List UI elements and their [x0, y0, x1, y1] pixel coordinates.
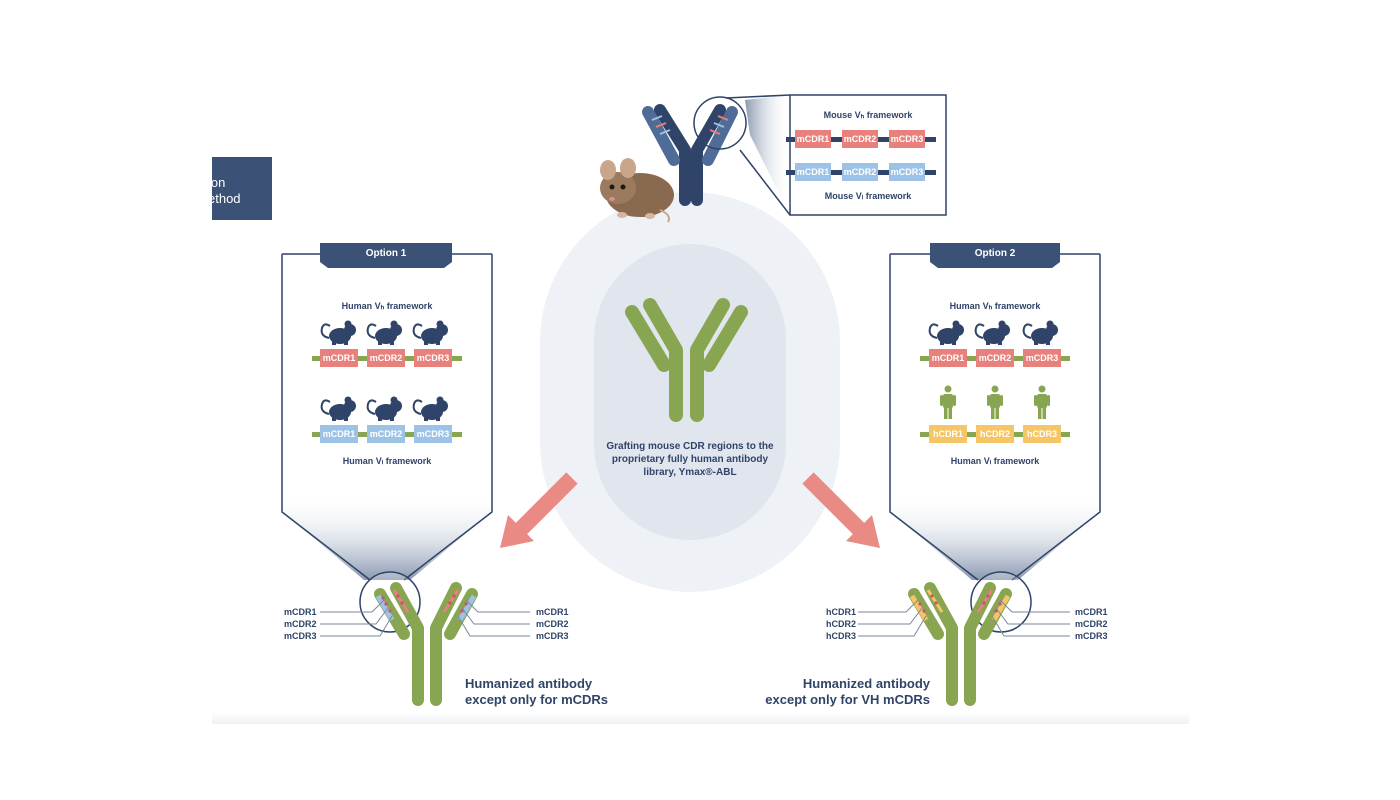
option2-left-label-2: hCDR2: [826, 619, 857, 629]
mouse-antibody: [642, 104, 738, 206]
mouse-icons: [320, 320, 1058, 421]
mouse-vl-cdr2: mCDR2: [842, 163, 878, 181]
human-icon: [940, 385, 956, 419]
section-heading-line2: ethod: [212, 191, 241, 206]
center-caption-line1: Grafting mouse CDR regions to the: [606, 441, 774, 452]
human-icon: [987, 385, 1003, 419]
mouse-icon: [1022, 320, 1058, 345]
option2-left-label-3: hCDR3: [826, 631, 857, 641]
mouse-icon: [928, 320, 964, 345]
option2-vh-cdr1: mCDR1: [929, 349, 967, 367]
mouse-callout-box: [789, 94, 947, 216]
mouse-icon: [974, 320, 1010, 345]
mouse-vl-label: Mouse Vₗ framework: [824, 191, 912, 201]
option2-right-label-3: mCDR3: [1075, 631, 1108, 641]
mouse-vh-cdr2: mCDR2: [842, 130, 878, 148]
mouse-vl-cdr3: mCDR3: [889, 163, 925, 181]
option1-result: Humanized antibody except only for mCDRs: [465, 676, 608, 708]
section-heading-line1: ion: [212, 175, 226, 190]
option1-vl-cdr1: mCDR1: [320, 425, 358, 443]
option2-vh-label: Human Vₕ framework: [949, 301, 1041, 311]
mouse-vh-cdr1: mCDR1: [795, 130, 831, 148]
center-caption-line3: library, Ymax®-ABL: [643, 467, 737, 478]
option2-result-line1: Humanized antibody: [802, 676, 930, 691]
mouse-vh-cdr3: mCDR3: [889, 130, 925, 148]
arrow-to-option1: [500, 472, 578, 548]
option2-tab: Option 2: [974, 248, 1016, 259]
option2-right-label-1: mCDR1: [1075, 607, 1108, 617]
option1-vh-cdr2: mCDR2: [367, 349, 405, 367]
human-icons: [940, 385, 1050, 419]
option2-left-label-1: hCDR1: [826, 607, 857, 617]
arrow-to-option2: [802, 472, 880, 548]
center-antibody: [625, 298, 748, 422]
bottom-fade: [212, 712, 1189, 724]
option1-right-label-2: mCDR2: [536, 619, 569, 629]
option1-left-label-1: mCDR1: [284, 607, 317, 617]
option1-vh-cdr1: mCDR1: [320, 349, 358, 367]
center-caption-line2: proprietary fully human antibody: [611, 454, 769, 465]
mouse-vh-label: Mouse Vₕ framework: [823, 110, 913, 120]
mouse-icon: [320, 396, 356, 421]
option2-vl-cdr2: hCDR2: [976, 425, 1014, 443]
option2-leaders: [858, 599, 1070, 637]
mouse-icon: [320, 320, 356, 345]
option1-vh-label: Human Vₕ framework: [341, 301, 433, 311]
option2-vl-cdr1: hCDR1: [929, 425, 967, 443]
option1-leaders: [320, 599, 530, 637]
mouse-icon: [412, 396, 448, 421]
option2-vh-cdr2: mCDR2: [976, 349, 1014, 367]
mouse-icon: [366, 320, 402, 345]
mouse-vl-cdr1: mCDR1: [795, 163, 831, 181]
option2-result: Humanized antibody except only for VH mC…: [760, 676, 930, 708]
mouse-callout-circle: [693, 96, 747, 150]
option2-result-line2: except only for VH mCDRs: [765, 692, 930, 707]
human-icon: [1034, 385, 1050, 419]
option2-vh-cdr3: mCDR3: [1023, 349, 1061, 367]
option1-vl-label: Human Vₗ framework: [342, 456, 432, 466]
option1-left-label-2: mCDR2: [284, 619, 317, 629]
section-heading-box: ion ethod: [212, 157, 272, 220]
option1-vl-cdr3: mCDR3: [414, 425, 452, 443]
mouse-icon: [412, 320, 448, 345]
option1-left-label-3: mCDR3: [284, 631, 317, 641]
option1-panel: [281, 243, 493, 633]
option2-vl-cdr3: hCDR3: [1023, 425, 1061, 443]
option1-result-line1: Humanized antibody: [465, 676, 593, 691]
option1-right-label-3: mCDR3: [536, 631, 569, 641]
center-caption: Grafting mouse CDR regions to the propri…: [594, 440, 786, 479]
option1-vl-cdr2: mCDR2: [367, 425, 405, 443]
mouse-icon: [366, 396, 402, 421]
option1-antibody: [374, 582, 478, 706]
option1-vh-cdr3: mCDR3: [414, 349, 452, 367]
mouse-photo: [600, 158, 674, 223]
option1-tab: Option 1: [365, 248, 407, 259]
option2-vl-label: Human Vₗ framework: [950, 456, 1040, 466]
option1-result-line2: except only for mCDRs: [465, 692, 609, 707]
mouse-callout-funnel: [745, 95, 790, 215]
option2-right-label-2: mCDR2: [1075, 619, 1108, 629]
option1-right-label-1: mCDR1: [536, 607, 569, 617]
